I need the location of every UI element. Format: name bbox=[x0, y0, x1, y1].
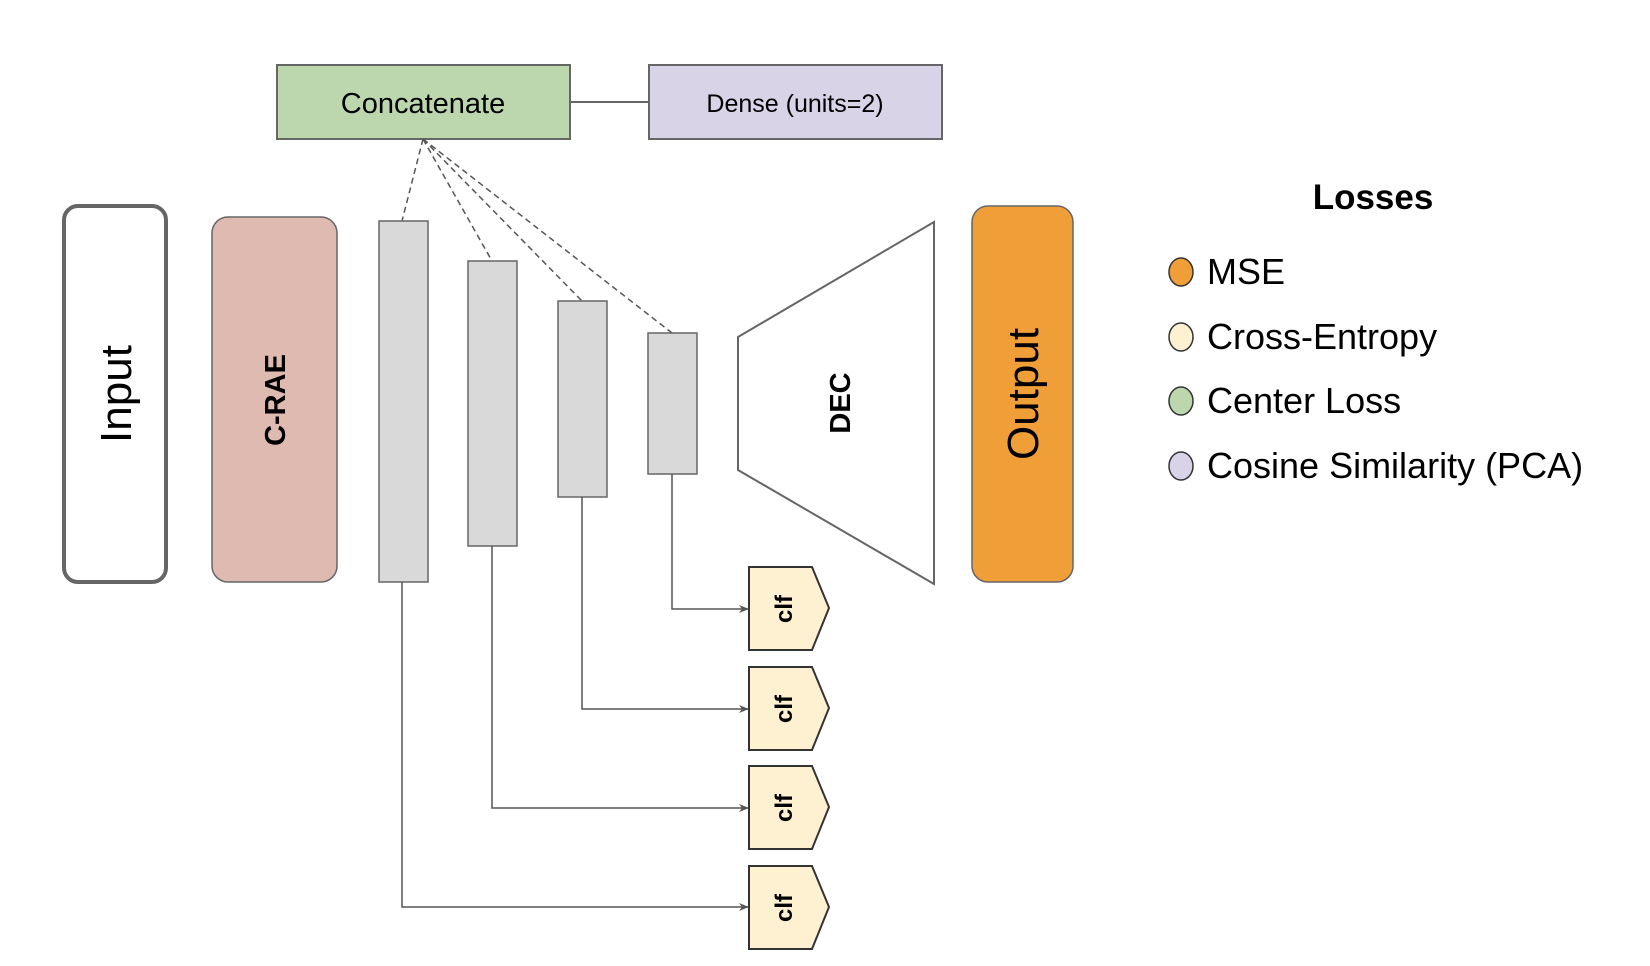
concatenate-box bbox=[276, 64, 571, 140]
classifier-label: clf bbox=[771, 694, 798, 723]
legend-item: Center Loss bbox=[1168, 380, 1401, 421]
feature-layer-2 bbox=[467, 260, 518, 547]
feature-layer-4 bbox=[647, 332, 698, 475]
legend-label: Center Loss bbox=[1207, 380, 1401, 421]
legend-item: Cross-Entropy bbox=[1168, 316, 1437, 357]
classifier-shape bbox=[748, 566, 831, 651]
dashed-link-3 bbox=[422, 138, 583, 302]
classifier-shape bbox=[748, 865, 831, 950]
classifier-connector-2 bbox=[581, 497, 749, 713]
classifier-1: clf bbox=[748, 566, 831, 651]
dec-block bbox=[737, 220, 935, 586]
legend-label: Cross-Entropy bbox=[1207, 316, 1437, 357]
classifier-label: clf bbox=[771, 893, 798, 922]
dashed-link-2 bbox=[422, 138, 493, 262]
dec-label: DEC bbox=[825, 372, 857, 433]
classifier-2: clf bbox=[748, 666, 831, 751]
dashed-link-1 bbox=[401, 138, 424, 222]
classifier-3: clf bbox=[748, 765, 831, 850]
crae-label: C-RAE bbox=[260, 354, 292, 446]
classifier-connector-4 bbox=[401, 582, 749, 911]
legend-title: Losses bbox=[1313, 178, 1434, 217]
legend-swatch bbox=[1168, 386, 1194, 416]
classifier-connector-3 bbox=[491, 546, 749, 812]
legend-label: MSE bbox=[1207, 251, 1285, 292]
dense-label: Dense (units=2) bbox=[706, 90, 883, 118]
feature-layer-3 bbox=[557, 300, 608, 498]
concatenate-label: Concatenate bbox=[341, 88, 505, 120]
dense-box bbox=[648, 64, 943, 140]
output-label: Output bbox=[999, 328, 1048, 460]
input-label: Input bbox=[92, 345, 141, 443]
classifier-shape bbox=[748, 666, 831, 751]
legend-swatch bbox=[1168, 257, 1194, 287]
input-block bbox=[62, 204, 168, 584]
legend-label: Cosine Similarity (PCA) bbox=[1207, 445, 1583, 486]
legend-item: MSE bbox=[1168, 251, 1285, 292]
legend-swatch bbox=[1168, 322, 1194, 352]
legend-swatch bbox=[1168, 451, 1194, 481]
classifier-label: clf bbox=[771, 793, 798, 822]
classifier-connector-1 bbox=[671, 474, 749, 613]
dashed-link-4 bbox=[422, 138, 673, 334]
output-block bbox=[971, 205, 1074, 583]
classifier-shape bbox=[748, 765, 831, 850]
crae-block bbox=[211, 216, 338, 583]
classifier-4: clf bbox=[748, 865, 831, 950]
feature-layer-1 bbox=[378, 220, 429, 583]
classifier-label: clf bbox=[771, 594, 798, 623]
legend-item: Cosine Similarity (PCA) bbox=[1168, 445, 1583, 486]
